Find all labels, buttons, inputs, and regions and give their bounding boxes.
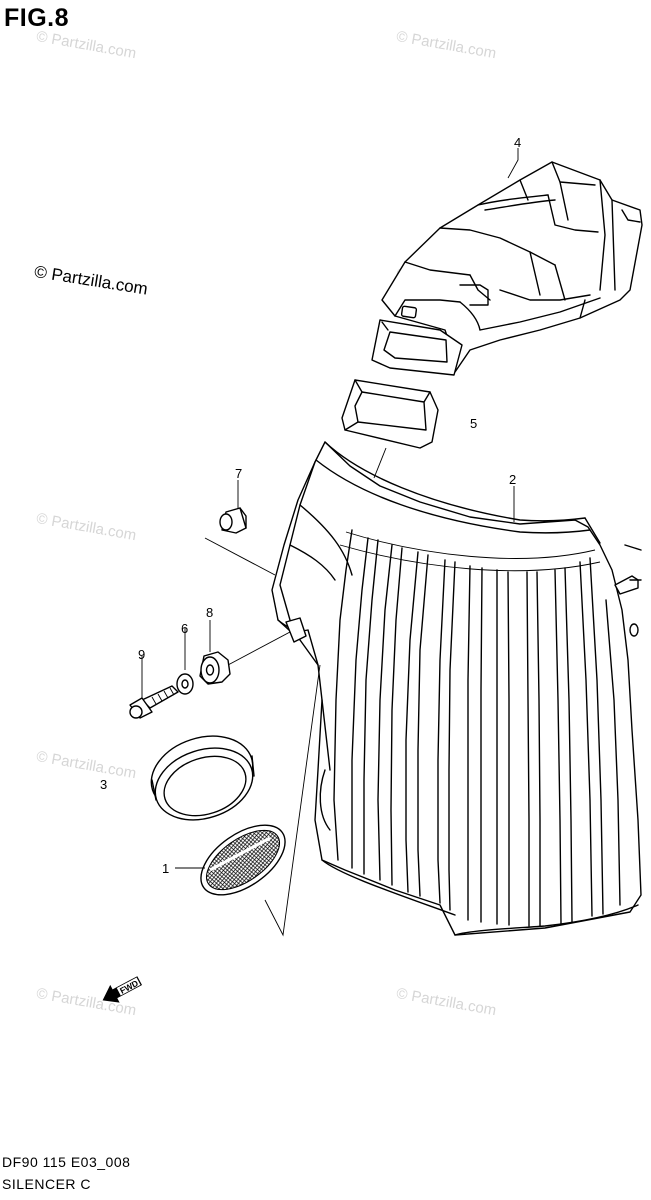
figure-name: SILENCER C (2, 1176, 92, 1192)
filter-screen (200, 824, 286, 896)
bolt (129, 685, 179, 719)
intake-duct (371, 161, 643, 376)
callout-5: 5 (470, 416, 477, 431)
alignment-line (204, 537, 276, 576)
callout-leaders (141, 148, 519, 869)
alignment-line (227, 631, 291, 666)
callout-8: 8 (206, 605, 213, 620)
callout-4: 4 (514, 135, 521, 150)
callout-1: 1 (162, 861, 169, 876)
duct-seal (341, 379, 439, 449)
callout-7: 7 (235, 466, 242, 481)
figure-code: DF90 115 E03_008 (2, 1154, 131, 1170)
alignment-line (264, 664, 321, 937)
silencer-case (271, 441, 642, 936)
seal-ring (150, 735, 255, 821)
cushion (199, 651, 231, 685)
figure-title: FIG.8 (4, 4, 70, 32)
callout-9: 9 (138, 647, 145, 662)
forward-arrow-icon: FWD (102, 976, 143, 1003)
washer (176, 673, 194, 695)
alignment-line (373, 447, 387, 479)
grommet (219, 507, 247, 534)
callout-6: 6 (181, 621, 188, 636)
callout-3: 3 (100, 777, 107, 792)
callout-2: 2 (509, 472, 516, 487)
forward-label: FWD (118, 978, 140, 996)
